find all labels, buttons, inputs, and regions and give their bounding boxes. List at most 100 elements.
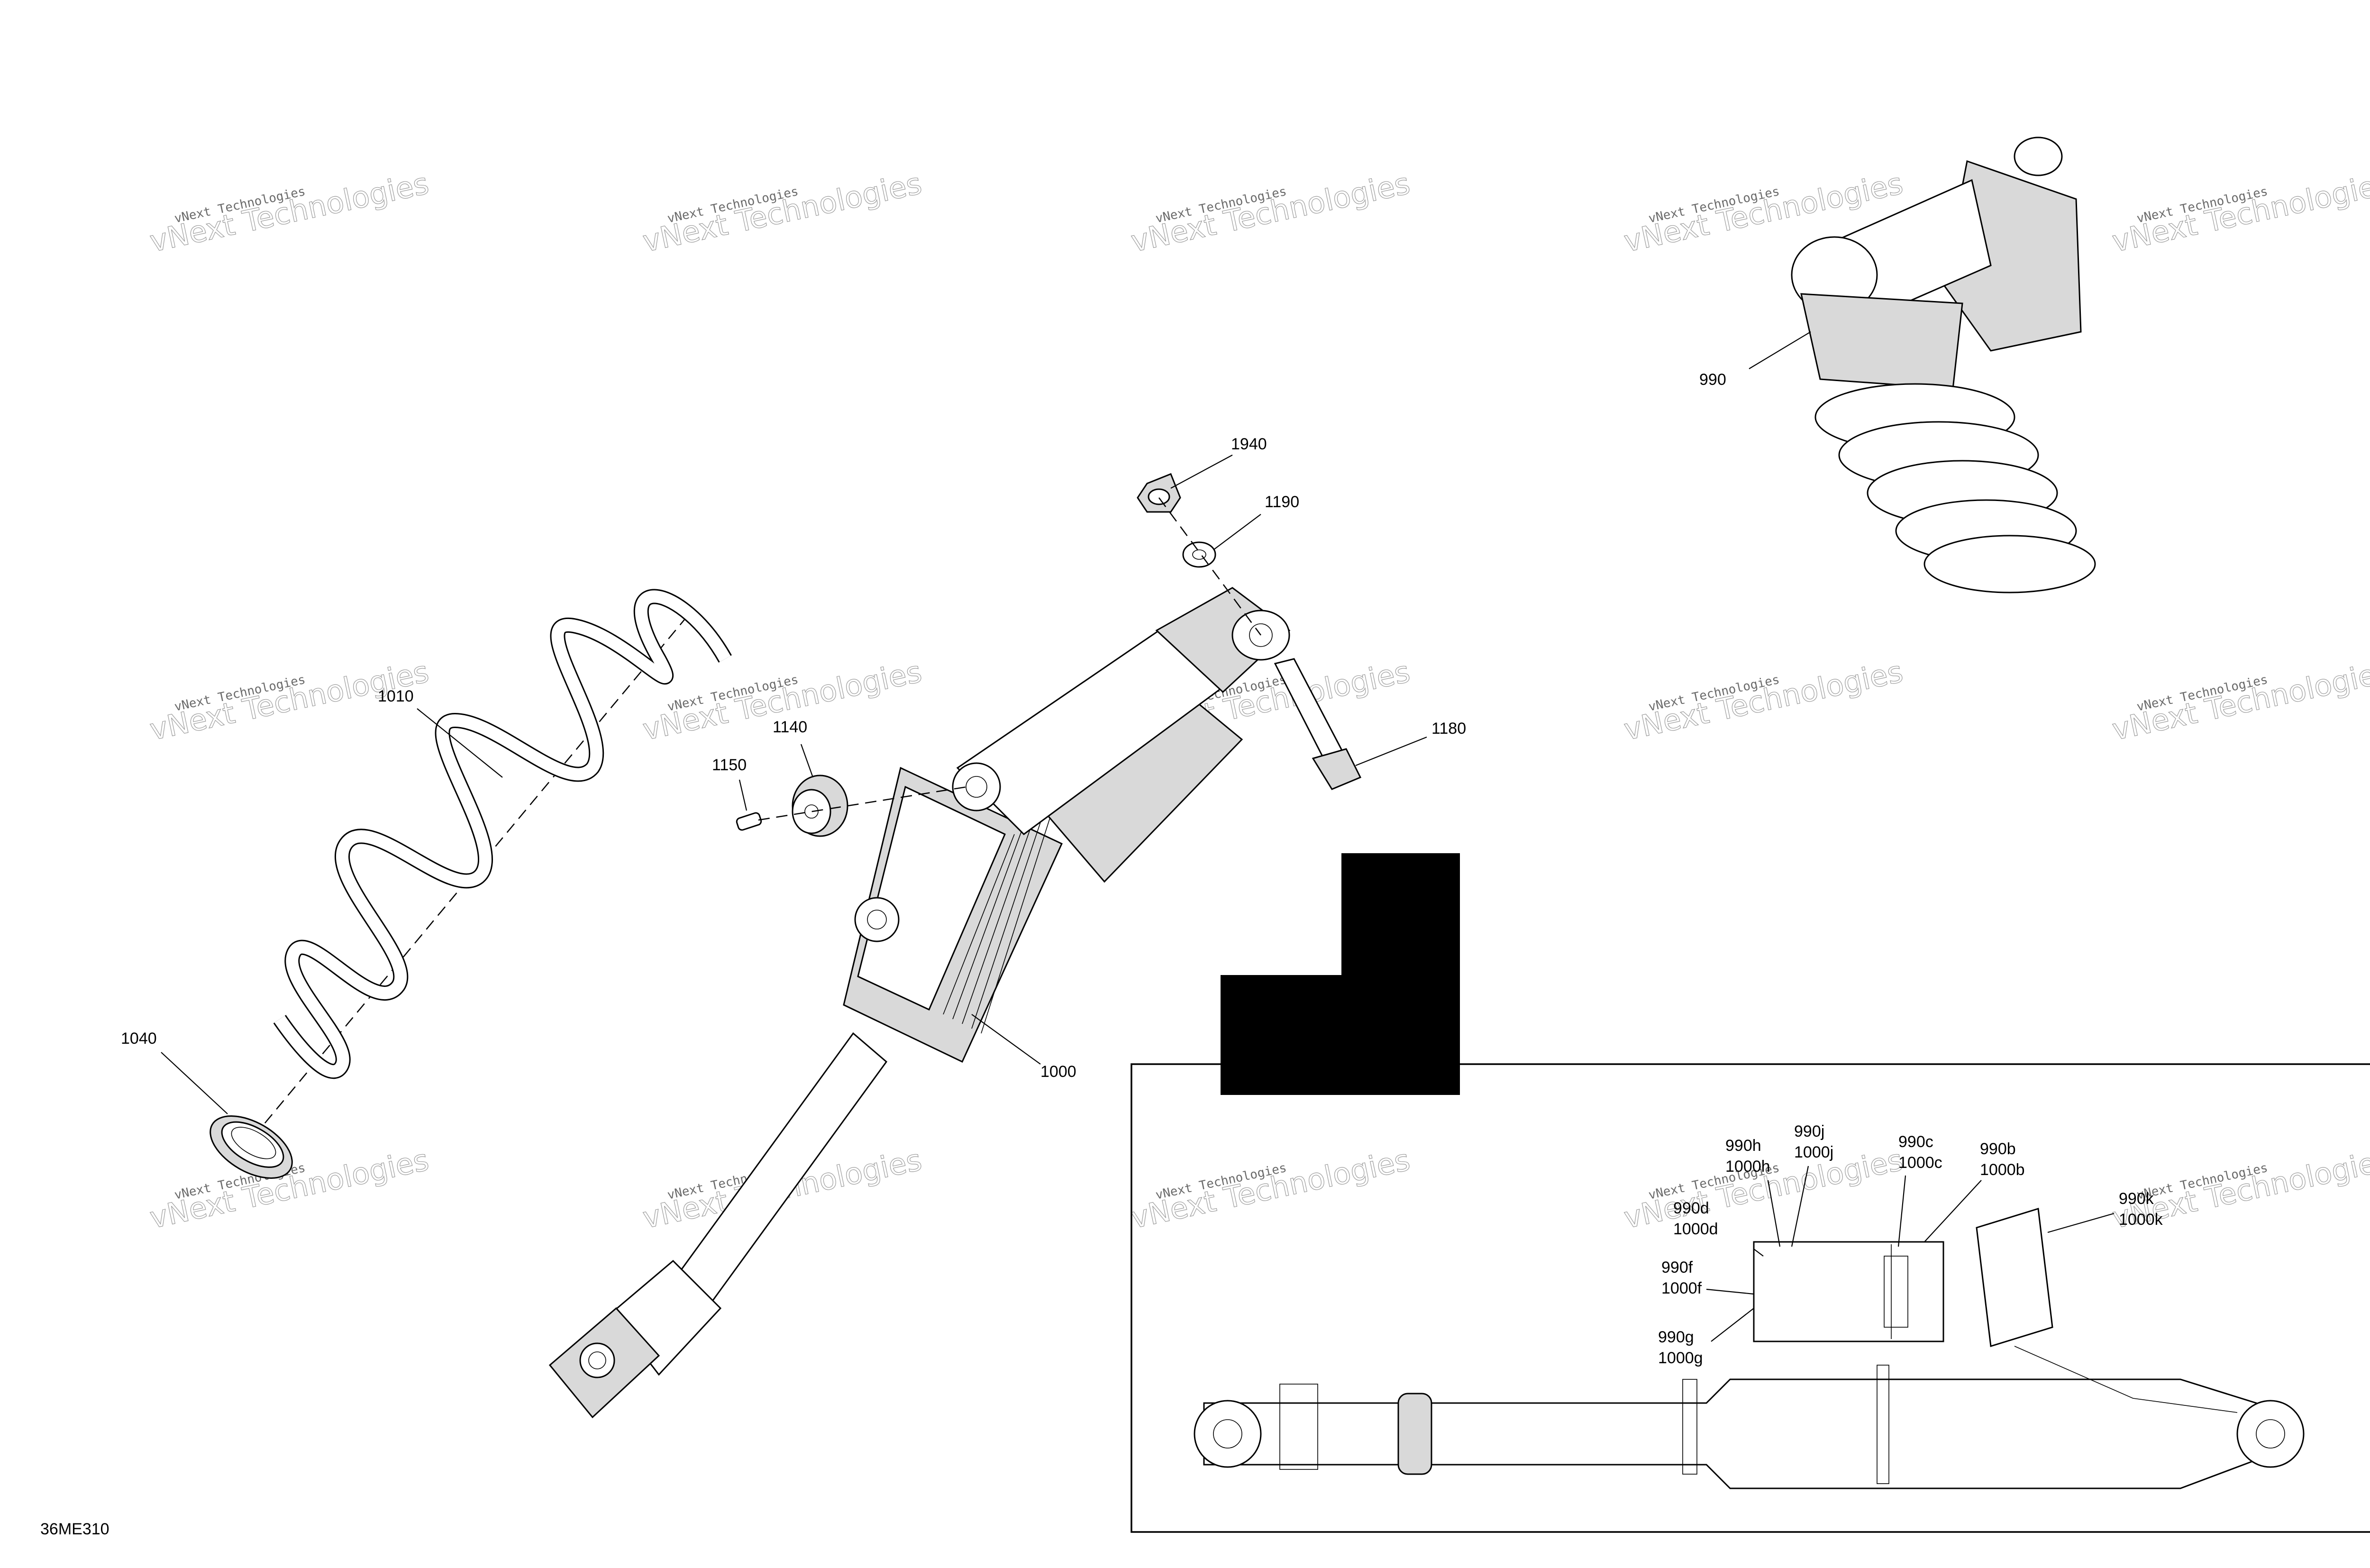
watermark: vNext Technologies vNext Technologies [1128, 1142, 1413, 1235]
callout-1000c: 1000c [1898, 1154, 1942, 1172]
knob-1140 [792, 775, 848, 837]
body-990 [1800, 293, 1963, 390]
bumper-section [1397, 1393, 1432, 1475]
threads [943, 810, 1053, 1034]
callout-1140: 1140 [773, 718, 807, 736]
callout-1000: 1000 [1040, 1063, 1076, 1081]
knob-center [804, 804, 819, 819]
leader-1150 [738, 779, 747, 811]
leader-1000 [971, 1014, 1041, 1065]
right-eye-section [2236, 1400, 2305, 1468]
bolt-1180 [1274, 658, 1362, 790]
leader-990k [2047, 1212, 2115, 1233]
leader-990f [1706, 1288, 1754, 1295]
leader-990j [1791, 1166, 1809, 1247]
spring-coil-face [274, 590, 731, 1078]
washer-1190 [1182, 541, 1216, 568]
compression-adjuster [952, 762, 1001, 811]
callout-990j: 990j [1794, 1122, 1824, 1140]
end-cap-section [1279, 1384, 1318, 1470]
washer-ring [1182, 541, 1216, 568]
leader-lines [161, 331, 2115, 1342]
callout-1000b: 1000b [1980, 1161, 2025, 1179]
leader-1180 [1355, 736, 1427, 766]
reservoir-cap-990 [2014, 137, 2063, 176]
left-eye-bore [1213, 1419, 1242, 1449]
coil-spring-990 [1814, 383, 2096, 593]
callout-990f: 990f [1661, 1258, 1693, 1276]
washer-hole [1192, 549, 1206, 560]
leader-990h [1767, 1180, 1781, 1247]
callout-1000k: 1000k [2119, 1211, 2163, 1229]
bolt-head [1312, 748, 1362, 790]
valve-body-section [1976, 1208, 2053, 1347]
callout-1940: 1940 [1231, 435, 1267, 453]
diagram-code: 36ME310 [40, 1520, 109, 1538]
watermark: vNext Technologies vNext Technologies [1128, 165, 1413, 259]
leader-990g [1711, 1308, 1754, 1342]
leader-990d [1753, 1249, 1764, 1257]
screw-body [736, 812, 762, 831]
detail-view [1130, 853, 2370, 1533]
watermark: vNext Technologies vNext Technologies [639, 165, 925, 259]
callout-1010: 1010 [378, 687, 414, 705]
left-eye-section [1194, 1400, 1262, 1468]
callout-1000h: 1000h [1725, 1158, 1770, 1176]
leader-990c [1897, 1175, 1906, 1247]
callout-1180: 1180 [1431, 720, 1466, 738]
watermark: vNext Technologies vNext Technologies [1621, 654, 1906, 747]
callouts: 990 1940 1190 1180 1010 1140 1150 1000 1… [40, 371, 2163, 1538]
reservoir-section [1753, 1241, 1944, 1342]
spring-1010 [237, 589, 732, 1157]
main-body-section [1203, 1378, 2257, 1489]
callout-1150: 1150 [712, 756, 747, 774]
leader-1010 [417, 708, 503, 778]
watermark: vNext Technologies vNext Technologies [146, 165, 432, 259]
mount-axis [1158, 497, 1262, 636]
watermark: vNext Technologies vNext Technologies [2109, 165, 2370, 259]
shock-absorber-1000 [548, 587, 1291, 1419]
callout-990b: 990b [1980, 1140, 2016, 1158]
lower-eye-bolt [588, 1351, 606, 1369]
watermark: vNext Technologies vNext Technologies [2109, 654, 2370, 747]
callout-1000g: 1000g [1658, 1349, 1703, 1367]
seat-bore [231, 1127, 276, 1159]
callout-990g: 990g [1658, 1328, 1694, 1346]
detail-frame [1130, 1063, 2370, 1533]
spring-seat-1040 [210, 1115, 293, 1179]
detail-mark-block [1221, 853, 1460, 1095]
leader-990b [1924, 1180, 1982, 1242]
adjuster-center [966, 776, 987, 798]
leader-1940 [1170, 455, 1233, 489]
piston-section [1682, 1379, 1697, 1475]
top-mount-bore [1249, 623, 1273, 647]
screw-1150 [736, 812, 762, 831]
callout-990: 990 [1699, 371, 1726, 389]
coil-turn [1923, 535, 2096, 593]
callout-1190: 1190 [1265, 493, 1299, 511]
watermark: vNext Technologies vNext Technologies [1621, 1142, 1906, 1235]
leader-990 [1749, 331, 1811, 369]
leader-1140 [800, 744, 814, 778]
bridge-section [2014, 1346, 2238, 1413]
callout-1040: 1040 [121, 1030, 157, 1048]
logo-gear-center [867, 910, 887, 930]
nut-1940 [1137, 473, 1181, 513]
logo-gear-icon [854, 897, 900, 942]
callout-1000f: 1000f [1661, 1279, 1702, 1297]
lower-eye-bore [579, 1342, 615, 1378]
collar-section [1877, 1365, 1889, 1484]
callout-1000d: 1000d [1673, 1220, 1718, 1238]
seat-inner [221, 1121, 284, 1168]
callout-990h: 990h [1725, 1137, 1761, 1155]
nut-bore [1148, 488, 1170, 505]
callout-1000j: 1000j [1794, 1143, 1833, 1161]
leader-1040 [161, 1052, 228, 1114]
callout-990c: 990c [1898, 1133, 1933, 1151]
assembled-shock-990 [1791, 137, 2096, 593]
leader-1190 [1213, 514, 1261, 550]
callout-990d: 990d [1673, 1199, 1709, 1217]
right-eye-bore [2256, 1419, 2285, 1449]
callout-990k: 990k [2119, 1190, 2154, 1208]
